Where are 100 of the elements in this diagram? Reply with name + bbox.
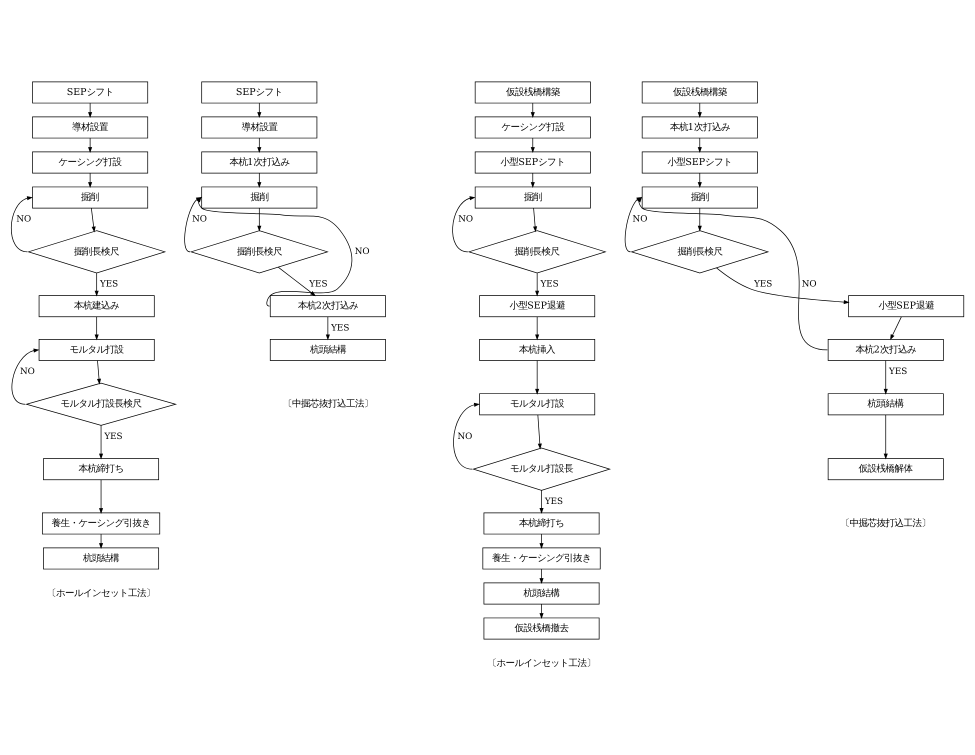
- arrow: [540, 533, 544, 548]
- label: 〔ホールインセット工法〕: [488, 657, 596, 668]
- label: 〔中掘芯抜打込工法〕: [840, 517, 931, 528]
- node-box: 本杭建込み: [38, 294, 155, 317]
- node-box: ケーシング打設: [32, 151, 148, 173]
- arrow: [88, 137, 92, 152]
- arrow: [453, 402, 480, 470]
- edge-label: YES: [889, 366, 908, 377]
- arrow: [535, 360, 540, 394]
- arrow: [94, 272, 99, 296]
- arrow: [530, 172, 535, 188]
- node-diamond: 掘削長検尺: [27, 230, 166, 273]
- edge-label: NO: [20, 366, 35, 377]
- edge-label: NO: [802, 279, 817, 290]
- edge-label: NO: [632, 214, 648, 224]
- arrow: [91, 207, 96, 232]
- node-box: 養生・ケーシング引抜き: [482, 547, 601, 569]
- node-box: 掘削: [474, 186, 591, 208]
- arrow: [88, 102, 92, 118]
- node-box: 仮設桟橋構築: [474, 81, 591, 103]
- arrow: [537, 414, 542, 449]
- label: 〔中掘芯抜打込工法〕: [282, 398, 373, 410]
- node-box: 本杭1次打込み: [201, 151, 318, 173]
- arrow: [257, 102, 262, 118]
- node-box: 掘削: [201, 186, 318, 208]
- arrow: [99, 533, 104, 548]
- arrow: [698, 207, 702, 232]
- arrow: [257, 137, 262, 152]
- arrow: [698, 137, 702, 152]
- arrow: [88, 172, 92, 188]
- edge-label: YES: [104, 431, 123, 442]
- node-box: 仮設桟橋解体: [828, 458, 944, 480]
- arrow: [96, 360, 102, 384]
- arrow: [540, 568, 544, 584]
- node-box: 本杭2次打込み: [270, 294, 386, 317]
- arrow: [99, 478, 104, 514]
- edge-label: YES: [754, 279, 772, 290]
- node-box: 養生・ケーシング引抜き: [42, 512, 160, 534]
- edge-label: YES: [309, 279, 328, 290]
- node-diamond: モルタル打設長: [472, 447, 611, 490]
- arrow: [278, 266, 316, 296]
- edge-label: YES: [331, 322, 350, 333]
- node-box: 本杭挿入: [479, 338, 596, 360]
- node-box: 小型SEPシフト: [474, 151, 591, 173]
- node-box: 杭頭結構: [270, 338, 386, 360]
- node-box: 杭頭結構: [43, 547, 160, 569]
- edge-label: YES: [100, 279, 118, 290]
- arrow: [698, 172, 702, 188]
- edge-label: NO: [192, 214, 207, 224]
- node-box: ケーシング打設: [474, 116, 591, 138]
- arrow: [540, 603, 544, 618]
- arrow: [540, 490, 544, 514]
- node-box: 本杭締打ち: [43, 458, 160, 480]
- arrow: [535, 316, 540, 340]
- node-box: 導材設置: [201, 116, 318, 138]
- arrow: [326, 316, 330, 340]
- arrow: [698, 102, 702, 118]
- node-box: 小型SEP退避: [848, 294, 964, 317]
- arrow: [716, 266, 850, 304]
- arrow: [530, 137, 535, 152]
- node-box: モルタル打設: [479, 392, 596, 415]
- arrow: [12, 348, 40, 404]
- node-box: 小型SEP退避: [479, 294, 596, 317]
- arrow: [535, 272, 540, 296]
- edge-label: YES: [544, 496, 564, 506]
- node-box: 本杭1次打込み: [642, 116, 758, 138]
- arrow: [890, 316, 902, 340]
- edge-label: NO: [458, 431, 472, 442]
- node-box: 杭頭結構: [828, 392, 944, 415]
- edge-label: NO: [458, 214, 474, 224]
- arrow: [99, 424, 104, 459]
- node-diamond: 掘削長検尺: [630, 230, 770, 273]
- node-box: SEPシフト: [32, 81, 148, 103]
- node-box: 仮設桟橋撤去: [484, 617, 600, 639]
- node-box: 本杭締打ち: [484, 512, 600, 534]
- node-box: 小型SEPシフト: [642, 151, 758, 173]
- node-box: 掘削: [32, 186, 148, 208]
- edge-label: NO: [16, 214, 32, 224]
- arrow: [452, 196, 476, 252]
- arrow: [94, 316, 99, 340]
- arrow: [257, 207, 262, 232]
- arrow: [884, 360, 888, 394]
- node-box: 仮設桟橋構築: [642, 81, 758, 103]
- arrow: [884, 414, 888, 459]
- node-diamond: 掘削長検尺: [190, 230, 329, 273]
- node-box: SEPシフト: [201, 81, 318, 103]
- node-box: 導材設置: [32, 116, 148, 138]
- node-box: 本杭2次打込み: [828, 338, 944, 360]
- node-box: 杭頭結構: [484, 582, 600, 604]
- edge-label: YES: [540, 279, 559, 290]
- arrow: [533, 207, 538, 232]
- edge-label: NO: [354, 246, 370, 257]
- arrow: [530, 102, 535, 118]
- node-box: 掘削: [642, 186, 758, 208]
- node-box: モルタル打設: [38, 338, 155, 360]
- arrow: [10, 196, 33, 252]
- label: 〔ホールインセット工法〕: [47, 587, 156, 598]
- node-diamond: 掘削長検尺: [468, 230, 607, 273]
- arrow: [257, 172, 262, 188]
- node-diamond: モルタル打設長検尺: [25, 382, 177, 426]
